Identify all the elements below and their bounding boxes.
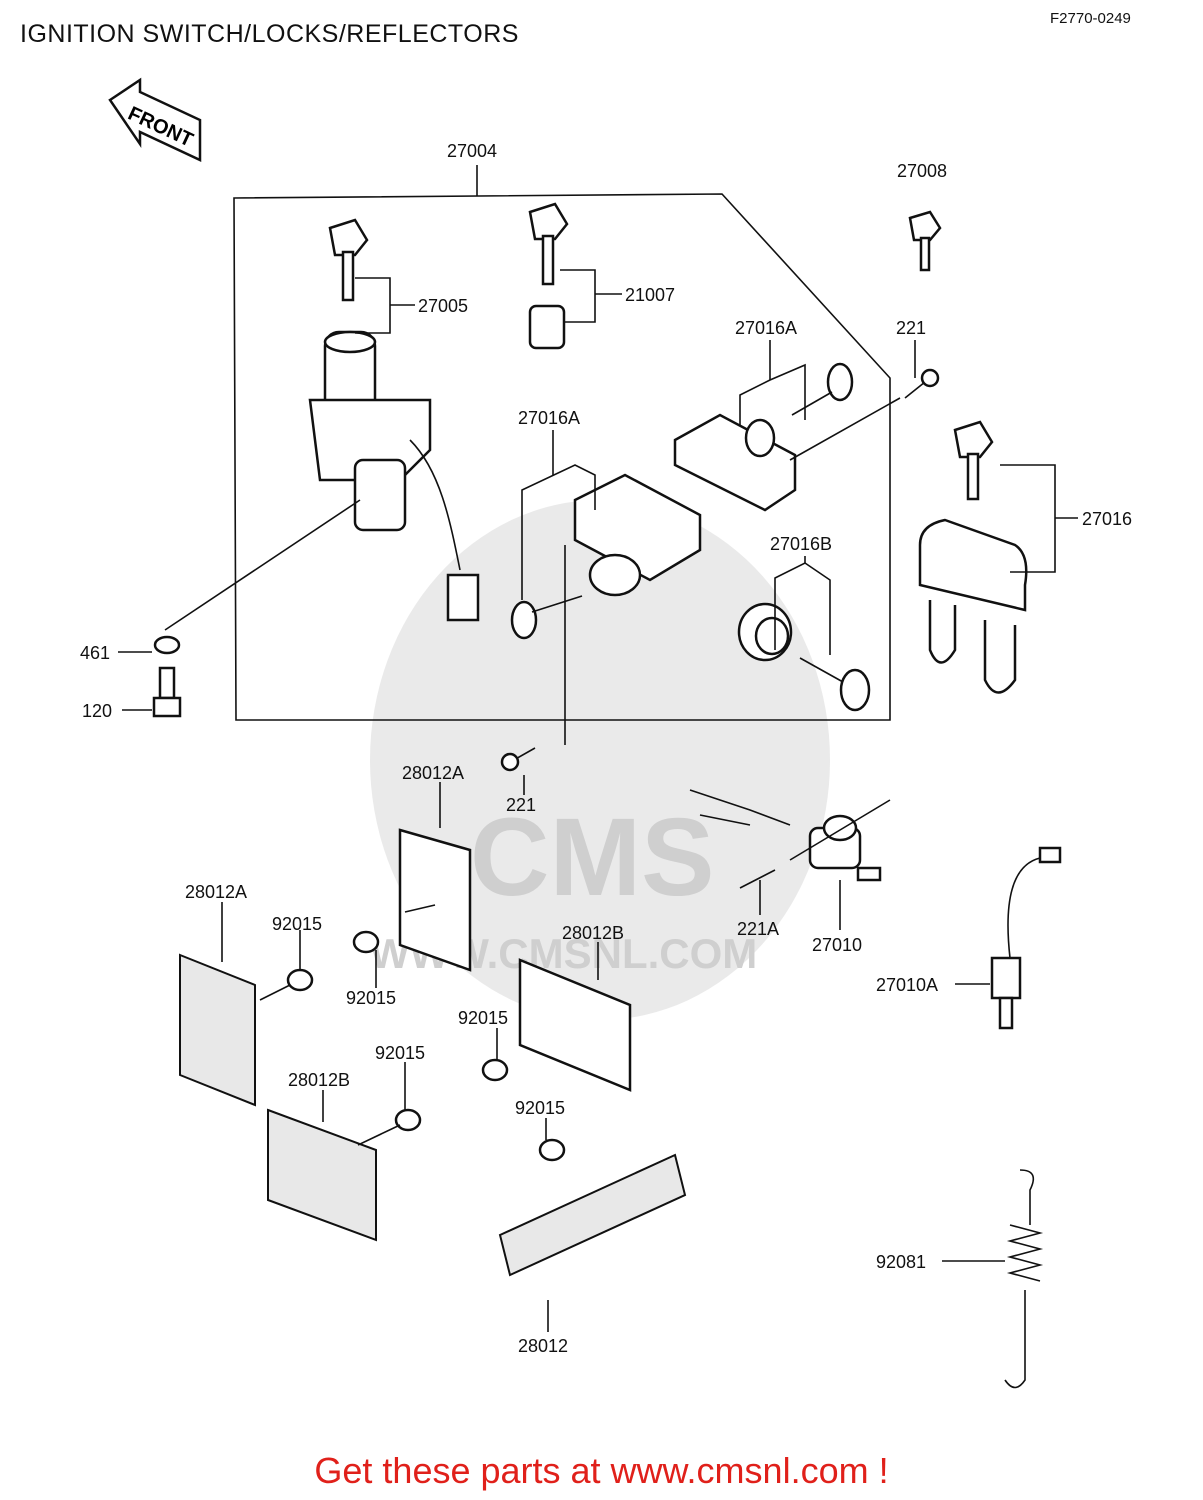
reflector xyxy=(398,828,472,972)
nut-icon xyxy=(481,1058,509,1082)
helmet-holder xyxy=(918,518,1028,694)
part-label: 92015 xyxy=(346,988,396,1008)
lock-cylinder xyxy=(528,304,566,350)
ignition-switch xyxy=(308,330,480,622)
key-icon xyxy=(328,218,369,302)
part-label: 27008 xyxy=(897,161,947,181)
part-label: 27016B xyxy=(770,534,832,554)
key-icon xyxy=(528,202,569,286)
part-label: 21007 xyxy=(625,285,675,305)
part-label: 27016A xyxy=(518,408,580,428)
key-icon xyxy=(953,420,994,501)
front-arrow-icon: FRONT xyxy=(108,77,202,162)
nut-icon xyxy=(286,968,314,992)
part-label: 92015 xyxy=(458,1008,508,1028)
part-label: 27010 xyxy=(812,935,862,955)
nut-icon xyxy=(538,1138,566,1162)
part-label: 27005 xyxy=(418,296,468,316)
stop-switch-sensor xyxy=(990,846,1062,1030)
key-icon xyxy=(908,210,942,272)
stop-switch xyxy=(689,789,882,882)
reflector xyxy=(518,958,632,1092)
screw-icon xyxy=(739,869,776,889)
footer-link[interactable]: Get these parts at www.cmsnl.com ! xyxy=(314,1450,889,1491)
watermark-brand: CMS xyxy=(470,796,714,919)
screw-icon xyxy=(904,368,940,399)
part-label: 28012A xyxy=(185,882,247,902)
seat-lock xyxy=(573,473,702,597)
key-icon xyxy=(791,362,854,416)
reflector xyxy=(267,1108,377,1242)
lock-cylinder xyxy=(737,602,793,662)
part-label: 27004 xyxy=(447,141,497,161)
part-label: 27016 xyxy=(1082,509,1132,529)
page-title: IGNITION SWITCH/LOCKS/REFLECTORS xyxy=(20,20,519,48)
part-label: 221A xyxy=(737,919,779,939)
reflector xyxy=(179,953,256,1107)
part-label: 461 xyxy=(80,643,110,663)
part-label: 92081 xyxy=(876,1252,926,1272)
key-icon xyxy=(510,595,583,640)
part-label: 28012B xyxy=(562,923,624,943)
part-label: 28012A xyxy=(402,763,464,783)
part-label: 221 xyxy=(896,318,926,338)
part-label: 92015 xyxy=(272,914,322,934)
nut-icon xyxy=(352,930,380,954)
reflector xyxy=(498,1153,687,1277)
part-label: 92015 xyxy=(375,1043,425,1063)
part-label: 27010A xyxy=(876,975,938,995)
washer-icon xyxy=(153,635,181,655)
part-label: 221 xyxy=(506,795,536,815)
part-label: 120 xyxy=(82,701,112,721)
screw-icon xyxy=(500,747,536,772)
part-label: 27016A xyxy=(735,318,797,338)
key-icon xyxy=(799,657,871,712)
part-label: 28012B xyxy=(288,1070,350,1090)
parts-diagram: CMS WWW.CMSNL.COM FRONT xyxy=(80,77,1132,1389)
part-label: 92015 xyxy=(515,1098,565,1118)
helmet-lock xyxy=(673,413,797,512)
nut-icon xyxy=(394,1108,422,1132)
part-label: 28012 xyxy=(518,1336,568,1356)
spring-icon xyxy=(1004,1169,1044,1389)
ignition-set-outline xyxy=(233,193,891,721)
bolt-icon xyxy=(152,666,182,718)
diagram-code: F2770-0249 xyxy=(1050,10,1131,27)
